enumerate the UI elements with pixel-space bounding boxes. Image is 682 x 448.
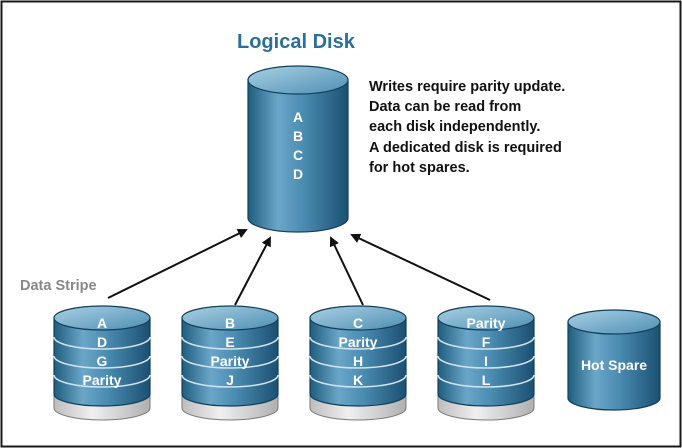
segment-divider (53, 355, 151, 369)
logical-disk-label-c: C (293, 147, 303, 163)
disk-segment-label: K (353, 372, 363, 388)
logical-disk-label-d: D (293, 166, 303, 182)
disk-top (53, 305, 151, 331)
member-disk-1: ADG Parity (53, 305, 151, 421)
hot-spare-top (567, 309, 661, 335)
disk-segment-label: G (97, 353, 108, 369)
logical-disk-top (247, 65, 349, 95)
arrow-disk-3 (329, 236, 364, 306)
note-line: Writes require parity update. (369, 79, 565, 95)
arrow-disk-4 (350, 233, 491, 301)
segment-divider (309, 355, 407, 369)
segment-divider (53, 374, 151, 388)
hot-spare-disk: Hot Spare (567, 309, 661, 411)
note-line: for hot spares. (369, 160, 470, 176)
segment-divider (437, 355, 535, 369)
disk-segment-label: I (484, 353, 488, 369)
logical-disk-body (247, 79, 349, 233)
disk-top (181, 305, 279, 331)
disk-segment-label: Parity (467, 315, 506, 331)
disk-segment-label: D (97, 334, 107, 350)
segment-divider (437, 374, 535, 388)
disk-segment-label: C (353, 315, 363, 331)
hot-spare-body (567, 321, 661, 411)
segment-divider (53, 336, 151, 350)
disk-segment-label: L (482, 372, 491, 388)
disk-segment-label: F (482, 334, 491, 350)
disk-segment-label: Parity (83, 372, 122, 388)
disk-body (437, 317, 535, 407)
disk-body (309, 317, 407, 407)
segment-divider (181, 355, 279, 369)
disk-segment-label: Parity (211, 353, 250, 369)
note-line: A dedicated disk is required (369, 140, 562, 156)
diagram-title: Logical Disk (237, 31, 356, 53)
disk-segment-label: B (225, 315, 235, 331)
disk-segment-label: E (225, 334, 234, 350)
segment-divider (309, 336, 407, 350)
disk-top (437, 305, 535, 331)
segment-divider (437, 336, 535, 350)
disk-segment-label: J (226, 372, 234, 388)
arrow-disk-1 (107, 229, 248, 299)
hot-spare-label: Hot Spare (581, 357, 647, 373)
disk-segment-label: Parity (339, 334, 378, 350)
note-line: Data can be read from (369, 99, 521, 115)
data-stripe-label: Data Stripe (20, 278, 97, 294)
segment-divider (309, 374, 407, 388)
logical-disk-label-a: A (293, 109, 303, 125)
raid-notes: Writes require parity update. Data can b… (369, 79, 565, 176)
arrow-disk-2 (234, 236, 271, 306)
segment-divider (181, 374, 279, 388)
disk-body (53, 317, 151, 407)
logical-disk: A B C D (247, 65, 349, 233)
note-line: each disk independently. (369, 119, 540, 135)
segment-divider (181, 336, 279, 350)
disk-segment-label: H (353, 353, 363, 369)
disk-body (181, 317, 279, 407)
disk-top (309, 305, 407, 331)
disk-segment-label: A (97, 315, 107, 331)
arrows (107, 229, 491, 306)
logical-disk-label-b: B (293, 128, 303, 144)
